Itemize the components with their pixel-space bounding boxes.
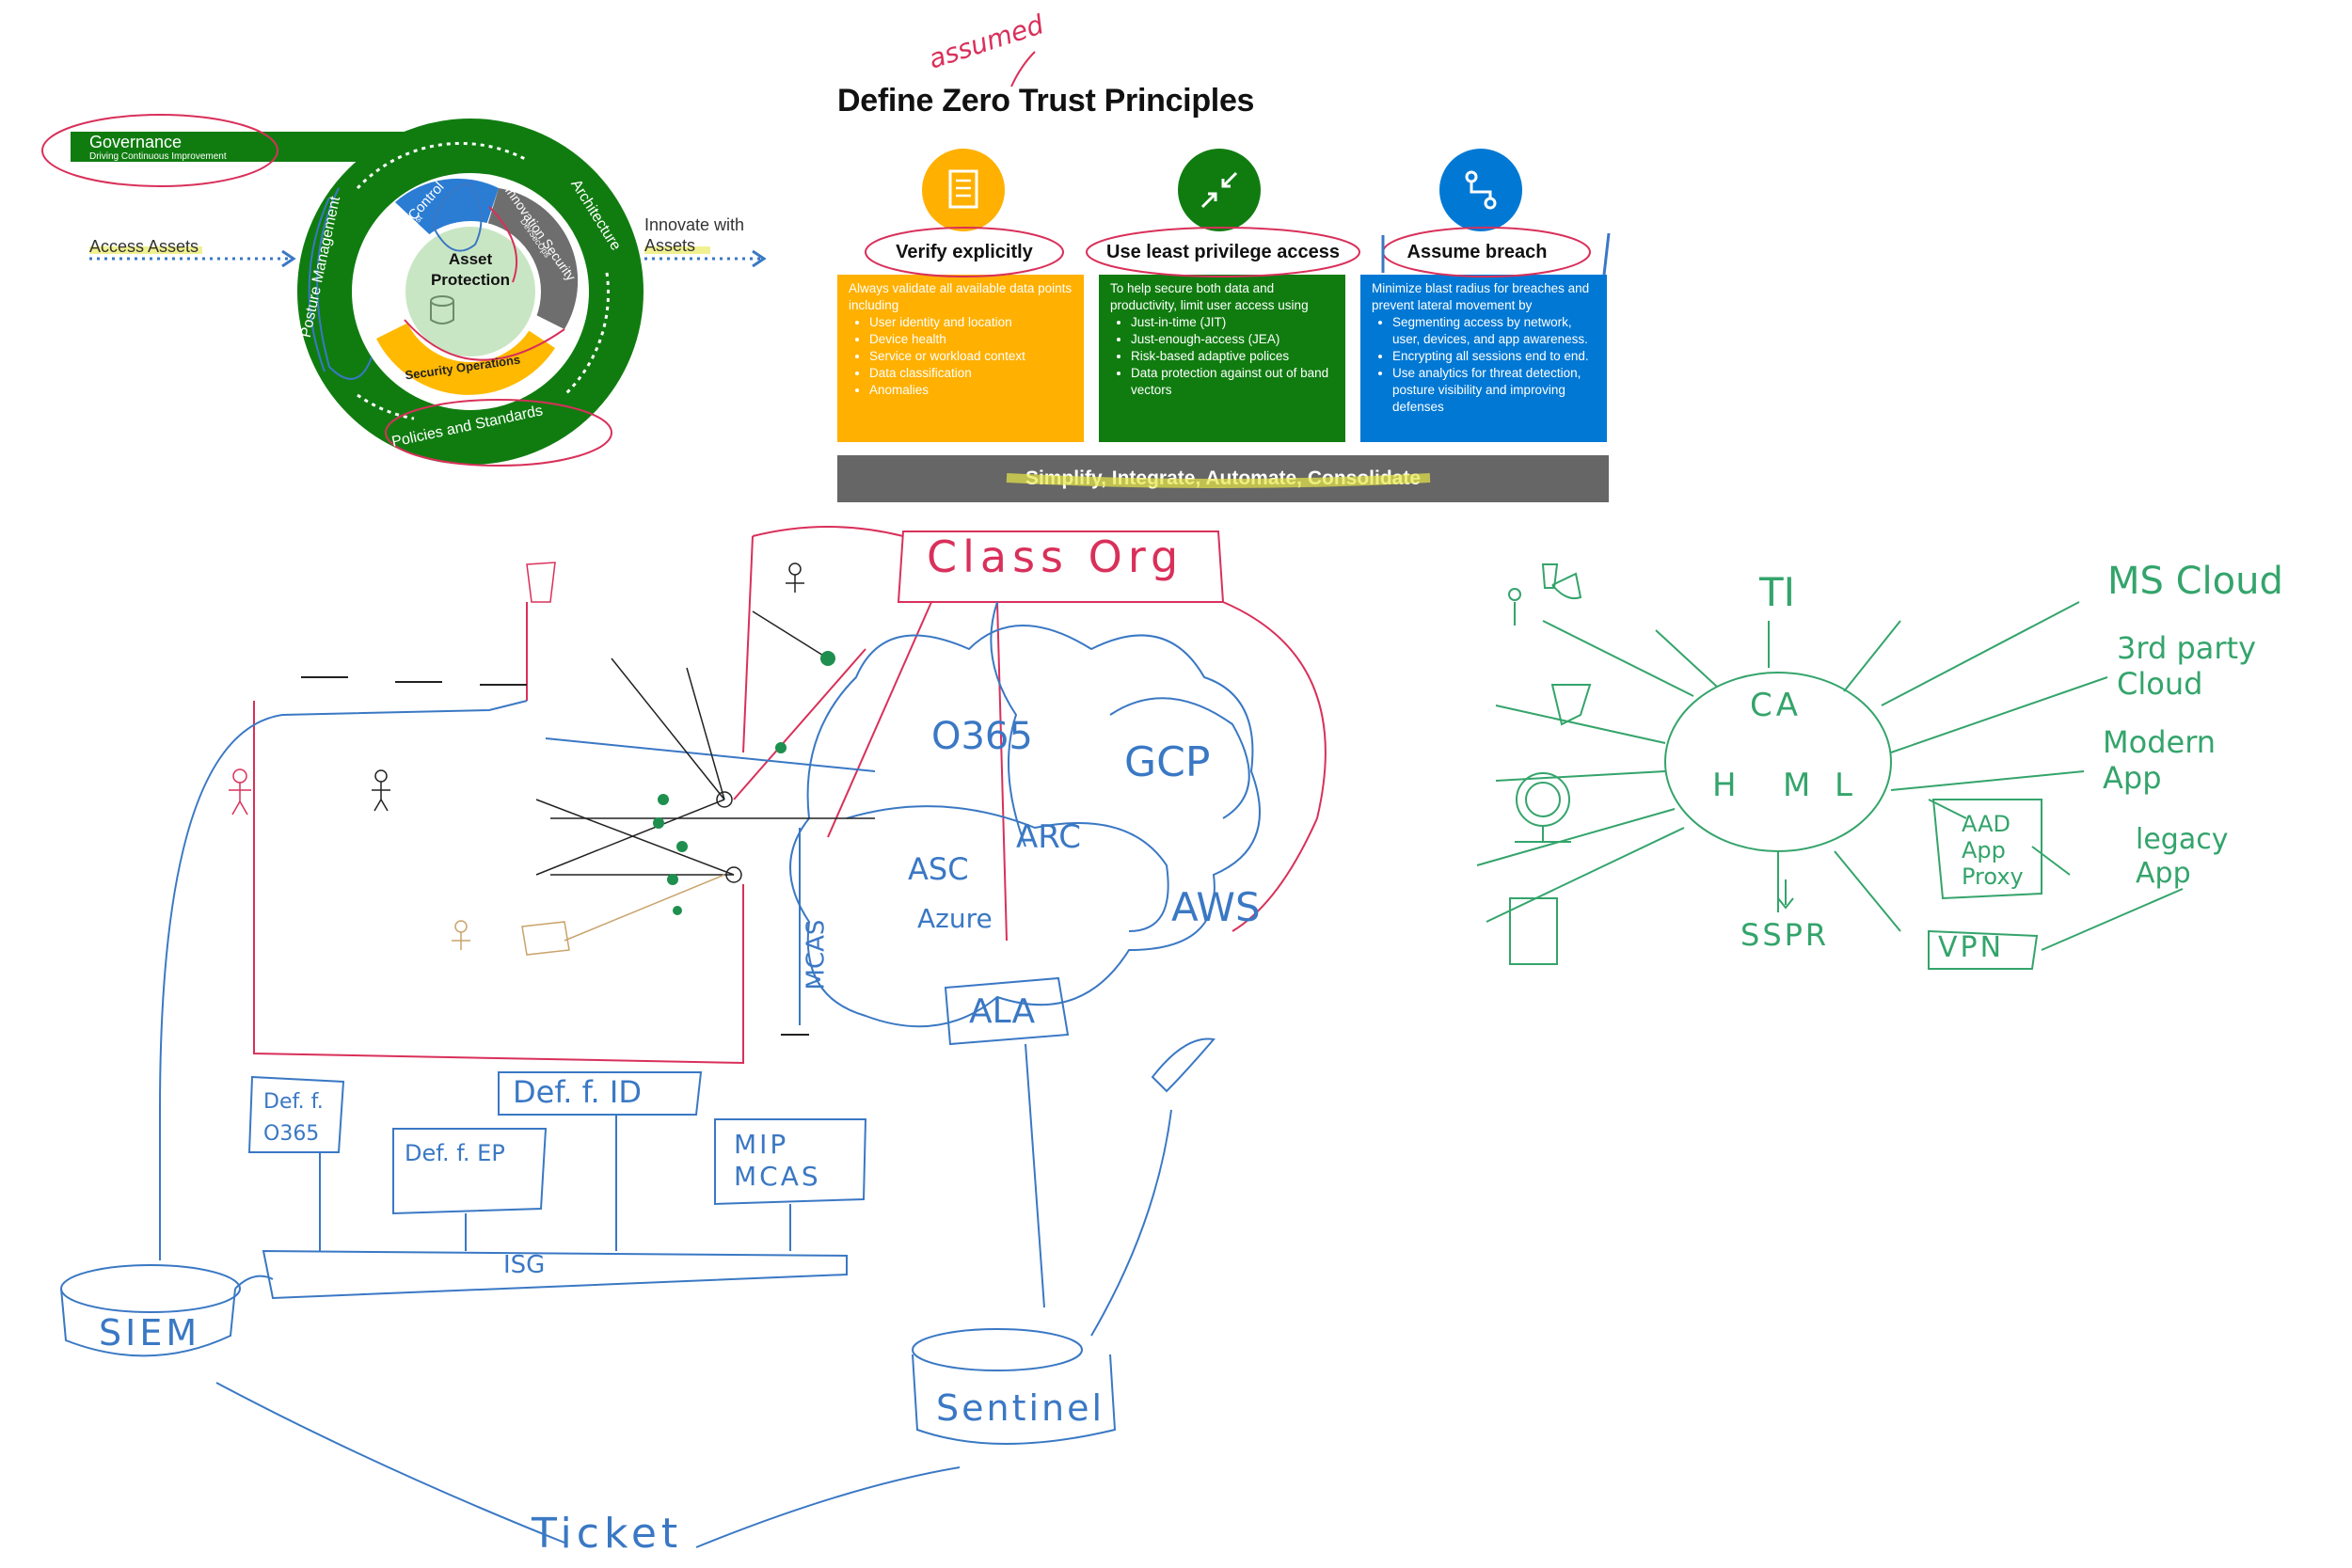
card-bullet: Risk-based adaptive polices (1131, 348, 1334, 365)
asset-protection-label: Asset Protection (430, 250, 511, 289)
defender-id-label: Def. f. ID (513, 1074, 642, 1110)
card-bullet: Use analytics for threat detection, post… (1392, 365, 1596, 416)
card-bullet: Just-in-time (JIT) (1131, 314, 1334, 331)
card-bullet: Service or workload context (869, 348, 1073, 365)
card-bullet: Segmenting access by network, user, devi… (1392, 314, 1596, 348)
hub-label-h: H (1712, 767, 1737, 804)
spoke-label-modern-app: Modern App (2103, 724, 2217, 796)
network-icon (1439, 149, 1522, 231)
mip-mcas-label: MIP MCAS (734, 1129, 821, 1192)
sentinel-label: Sentinel (936, 1387, 1105, 1429)
card-bullet: Encrypting all sessions end to end. (1392, 348, 1596, 365)
card-bullet: User identity and location (869, 314, 1073, 331)
innovate-label: Innovate with Assets (644, 215, 745, 255)
spoke-label-sspr: SSPR (1740, 917, 1830, 953)
card-bullet: Anomalies (869, 382, 1073, 399)
principle-card-verify: Always validate all available data point… (837, 275, 1084, 442)
spoke-label-vpn: VPN (1938, 931, 2005, 964)
card-bullet: Data protection against out of band vect… (1131, 365, 1334, 399)
governance-sublabel: Driving Continuous Improvement (89, 151, 227, 162)
page-title: Define Zero Trust Principles (837, 83, 1255, 119)
cloud-label-asc: ASC (908, 851, 969, 887)
isg-label: ISG (503, 1251, 546, 1279)
defender-ep-label: Def. f. EP (405, 1140, 505, 1166)
card-bullet: Just-enough-access (JEA) (1131, 331, 1334, 348)
card-intro: Always validate all available data point… (849, 281, 1073, 312)
class-org-label: Class Org (927, 531, 1184, 582)
spoke-label-aad-app-proxy: AAD App Proxy (1962, 811, 2024, 890)
cloud-label-aws: AWS (1171, 884, 1261, 930)
principle-label-assume-breach: Assume breach (1406, 242, 1548, 262)
principle-label-verify: Verify explicitly (896, 242, 1033, 262)
cloud-label-gcp: GCP (1124, 738, 1211, 786)
hub-label-ca: CA (1750, 687, 1802, 724)
card-bullet: Data classification (869, 365, 1073, 382)
hub-label-l: L (1835, 767, 1852, 804)
spoke-label-ms-cloud: MS Cloud (2107, 560, 2283, 603)
cloud-label-arc: ARC (1016, 818, 1081, 856)
card-intro: To help secure both data and productivit… (1110, 281, 1309, 312)
principle-card-least-privilege: To help secure both data and productivit… (1099, 275, 1345, 442)
siem-label: SIEM (99, 1312, 201, 1354)
card-bullet: Device health (869, 331, 1073, 348)
spoke-label-legacy-app: legacy App (2136, 823, 2229, 890)
access-assets-label: Access Assets (89, 237, 199, 256)
spoke-label-3rd-party-cloud: 3rd party Cloud (2117, 630, 2256, 702)
principle-card-assume-breach: Minimize blast radius for breaches and p… (1360, 275, 1607, 442)
cloud-label-ala: ALA (969, 992, 1036, 1031)
governance-label: Governance (89, 133, 183, 151)
defender-o365-label: Def. f. O365 (263, 1090, 324, 1146)
cloud-label-o365: O365 (931, 715, 1033, 758)
cloud-label-azure: Azure (917, 903, 993, 934)
hub-label-m: M (1783, 767, 1811, 804)
spoke-label-ti: TI (1759, 569, 1796, 615)
card-intro: Minimize blast radius for breaches and p… (1372, 281, 1590, 312)
checklist-icon (922, 149, 1005, 231)
arrows-inward-icon (1178, 149, 1261, 231)
ticket-label: Ticket (532, 1510, 683, 1558)
principle-label-least-privilege: Use least privilege access (1106, 242, 1340, 262)
